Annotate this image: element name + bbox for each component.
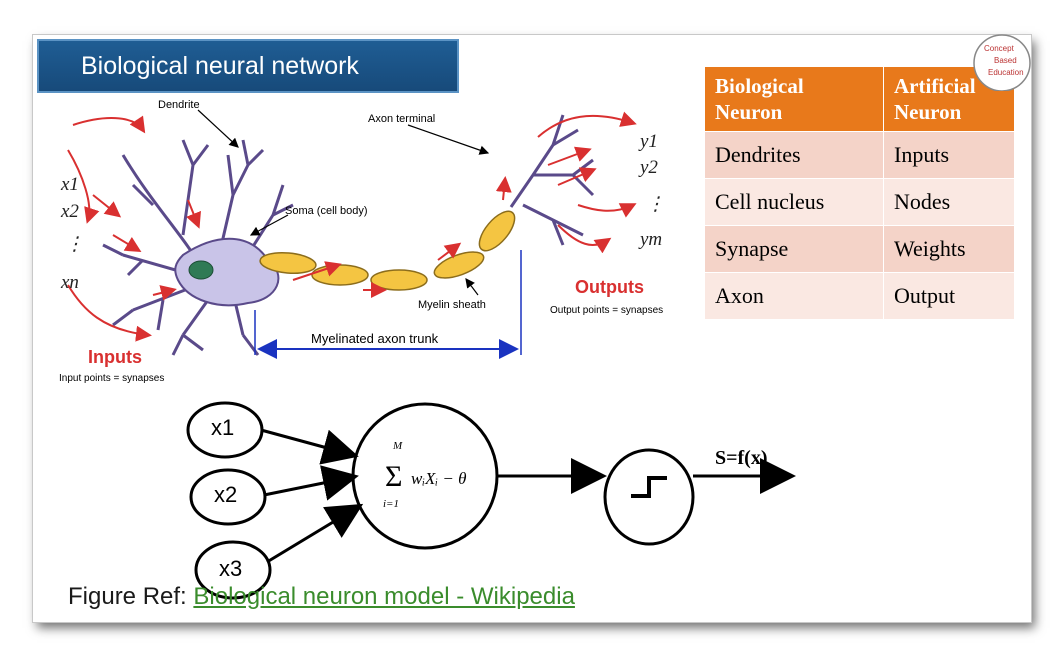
soma-pointer [249, 214, 289, 236]
table-row: Axon Output [704, 272, 1015, 320]
x1-label: x1 [60, 174, 79, 195]
slide: Biological neural network [33, 34, 1031, 622]
table-header-bio: Biological Neuron [704, 66, 884, 132]
xn-label: xn [60, 272, 79, 293]
y2-label: y2 [638, 157, 658, 178]
inputs-label: Inputs [88, 347, 142, 367]
edge-3 [266, 503, 364, 564]
table-cell: Cell nucleus [704, 178, 884, 226]
y1-label: y1 [638, 131, 658, 152]
model-x1: x1 [211, 415, 234, 440]
ym-label: ym [638, 229, 662, 250]
svg-text:Education: Education [988, 68, 1024, 77]
sum-lower: i=1 [383, 498, 399, 510]
table-row: Cell nucleus Nodes [704, 178, 1015, 226]
input-node-3 [194, 540, 272, 600]
model-x3: x3 [219, 556, 242, 581]
table-row: Dendrites Inputs [704, 131, 1015, 179]
input-node-2 [189, 468, 267, 526]
output-label: S=f(x) [715, 447, 768, 469]
outputs-sub-label: Output points = synapses [550, 305, 663, 316]
axon-terminal-pointer [407, 124, 490, 155]
table-cell: Output [883, 272, 1015, 320]
slide-title: Biological neural network [37, 39, 459, 93]
input-arrows [67, 111, 637, 342]
table-cell: Axon [704, 272, 884, 320]
sum-upper: M [392, 440, 403, 452]
ydots-label: ⋮ [646, 194, 665, 215]
logo-icon: Concept Based Education [973, 34, 1031, 91]
edge-2 [263, 465, 359, 501]
reference-prefix: Figure Ref: [68, 583, 187, 610]
figure-reference: Figure Ref: Biological neuron model - Wi… [68, 583, 575, 611]
table-cell: Nodes [883, 178, 1015, 226]
soma [174, 237, 280, 307]
axon-terminal-branches [509, 114, 595, 246]
myelin-label: Myelin sheath [418, 299, 486, 311]
table-header-art: Artificial Neuron [883, 66, 1015, 132]
axon-terminal-label: Axon terminal [368, 113, 435, 125]
xdots-label: ⋮ [65, 234, 84, 255]
table-cell: Dendrites [704, 131, 884, 179]
soma-label: Soma (cell body) [285, 205, 368, 217]
table-cell: Inputs [883, 131, 1015, 179]
outputs-label: Outputs [575, 277, 644, 297]
sum-symbol: Σ [385, 460, 402, 493]
svg-text:Based: Based [994, 56, 1017, 65]
table-cell: Weights [883, 225, 1015, 273]
myelin-pointer [465, 278, 479, 296]
table-cell: Synapse [704, 225, 884, 273]
reference-link[interactable]: Biological neuron model - Wikipedia [193, 583, 575, 610]
sum-terms: wᵢXᵢ − θ [411, 469, 466, 488]
trunk-label: Myelinated axon trunk [311, 331, 439, 346]
comparison-table: Biological Neuron Artificial Neuron Dend… [704, 66, 1015, 320]
dendrite-label: Dendrite [158, 99, 200, 111]
dendrite-pointer [197, 109, 239, 148]
neuron-diagram: Dendrite Axon terminal Soma (cell body) … [59, 99, 796, 600]
table-row: Synapse Weights [704, 225, 1015, 273]
step-function-icon [631, 476, 667, 498]
model-x2: x2 [214, 482, 237, 507]
inputs-sub-label: Input points = synapses [59, 373, 164, 384]
x2-label: x2 [60, 201, 79, 222]
edge-1 [260, 428, 359, 465]
nucleus [188, 260, 214, 280]
svg-text:Concept: Concept [984, 44, 1015, 53]
